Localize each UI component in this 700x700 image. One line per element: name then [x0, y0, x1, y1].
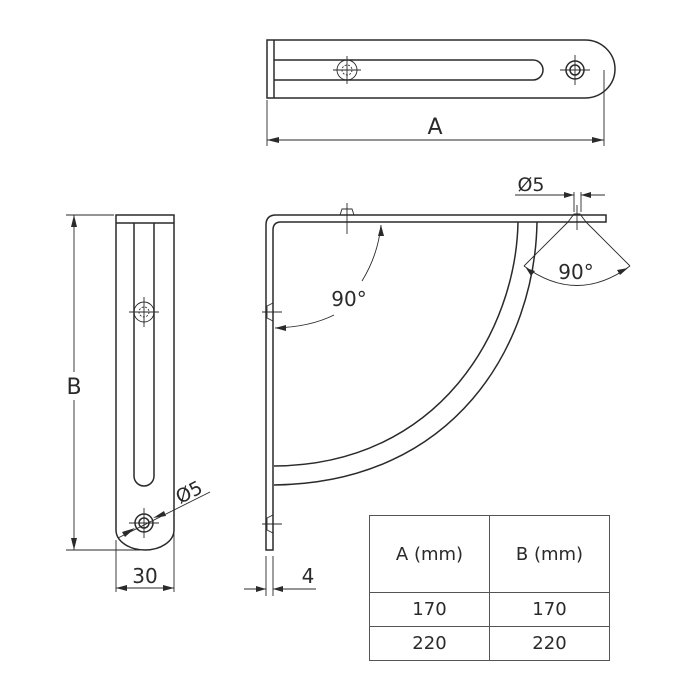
cell-a: 170	[369, 592, 490, 627]
top-view: A	[266, 39, 616, 146]
bend-angle-label: 90°	[331, 287, 366, 311]
table-row: 170 170	[369, 592, 611, 627]
cell-a: 220	[369, 626, 490, 661]
header-b: B (mm)	[488, 515, 611, 593]
dimension-b-label: B	[66, 375, 81, 400]
table-header-row: A (mm) B (mm)	[369, 515, 611, 593]
thickness-label: 4	[302, 564, 315, 588]
table-row: 220 220	[369, 626, 611, 661]
cell-b: 170	[488, 592, 611, 627]
width-30-label: 30	[132, 564, 157, 588]
countersink-angle-label: 90°	[558, 260, 593, 284]
cell-b: 220	[488, 626, 611, 661]
dimension-a-label: A	[427, 115, 442, 140]
dimensions-table: A (mm) B (mm) 170 170 220 220	[369, 515, 611, 661]
side-hole-label: Ø5	[172, 477, 206, 509]
header-a: A (mm)	[369, 515, 490, 593]
front-view: Ø5 90° 90° 4	[244, 174, 631, 596]
front-hole-label: Ø5	[517, 174, 544, 196]
side-view: Ø5 B 30	[66, 214, 211, 592]
